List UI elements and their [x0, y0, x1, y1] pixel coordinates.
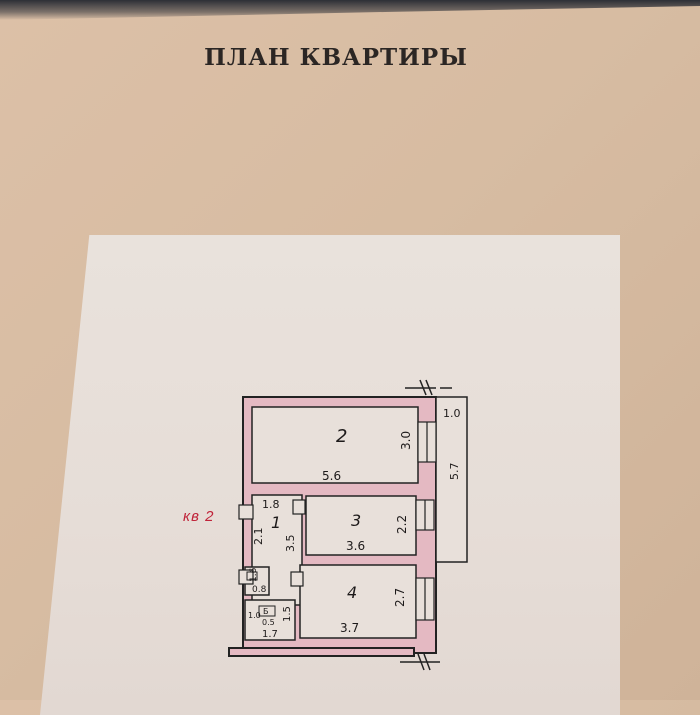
floor-plan: 2 5.6 3.0 1 1.8 3.5 2.1 3 3.6 2.2 4 3.7 …: [228, 379, 468, 671]
room-3-depth: 2.2: [395, 515, 409, 534]
balcony-width: 1.0: [443, 407, 461, 420]
room-1-number: 1: [271, 513, 281, 532]
wc-width: 1.6: [249, 567, 259, 582]
room-1-width: 1.8: [262, 498, 280, 511]
apartment-tag: кв 2: [183, 508, 215, 525]
bath-width: 1.7: [262, 629, 278, 640]
interior: [244, 406, 419, 641]
wall-break-marks: [400, 379, 452, 671]
room-2-width: 5.6: [322, 469, 341, 483]
room-4-width: 3.7: [340, 621, 359, 635]
balcony: [435, 396, 468, 563]
bath-side-a: 1.0: [248, 611, 261, 620]
room-4-number: 4: [347, 583, 357, 602]
room-2-number: 2: [336, 426, 347, 447]
bath-mark: Б: [263, 607, 269, 616]
page-title: ПЛАН КВАРТИРЫ: [204, 44, 468, 71]
room-2-depth: 3.0: [399, 431, 413, 450]
bath-fixtures: [246, 571, 276, 617]
room-1-side: 2.1: [252, 528, 265, 546]
windows: [238, 421, 437, 621]
room-3-width: 3.6: [346, 539, 365, 553]
room-1-depth: 3.5: [284, 535, 297, 553]
wc-depth: 0.8: [252, 585, 267, 595]
balcony-length: 5.7: [448, 463, 461, 481]
room-3-number: 3: [351, 511, 361, 530]
bath-depth: 1.5: [282, 606, 293, 622]
room-4-depth: 2.7: [393, 588, 407, 607]
bath-side-b: 0.5: [262, 618, 275, 627]
